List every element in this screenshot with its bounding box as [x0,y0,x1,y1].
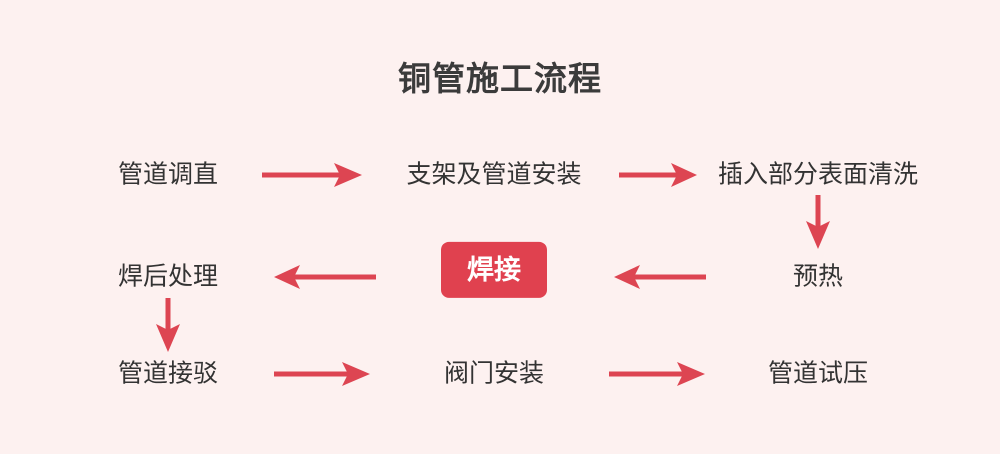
arrow-down-step6-step7 [155,298,181,352]
flow-node-step6[interactable]: 焊后处理 [117,262,219,291]
arrow-right-step2-step3 [619,162,697,188]
arrow-left-step5-step6 [274,264,376,290]
flow-node-step7[interactable]: 管道接驳 [117,359,219,388]
flow-node-step4[interactable]: 预热 [792,262,844,291]
flow-node-step8[interactable]: 阀门安装 [443,359,545,388]
flow-node-step5-highlighted[interactable]: 焊接 [441,241,547,299]
arrow-right-step8-step9 [609,361,705,387]
flow-node-step9[interactable]: 管道试压 [767,359,869,388]
arrow-right-step1-step2 [262,162,362,188]
arrow-down-step3-step4 [805,195,831,249]
flow-node-step2[interactable]: 支架及管道安装 [406,160,582,189]
page-title: 铜管施工流程 [398,60,602,97]
flow-node-step3[interactable]: 插入部分表面清洗 [717,160,919,189]
arrow-right-step7-step8 [274,361,370,387]
flow-node-step1[interactable]: 管道调直 [117,160,219,189]
arrow-left-step4-step5 [614,264,706,290]
